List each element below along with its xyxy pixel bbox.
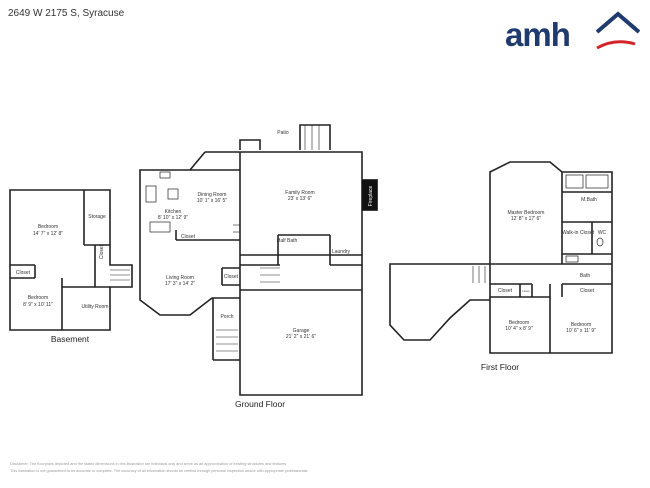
room-label: Linen	[522, 289, 530, 293]
room-label: Family Room	[285, 190, 314, 196]
property-address: 2649 W 2175 S, Syracuse	[8, 8, 125, 19]
first-floor-walls	[389, 161, 613, 354]
fireplace-block	[362, 179, 378, 211]
ground-floor-labels: Patio Family Room 23' x 13' 6" Dining Ro…	[158, 130, 374, 409]
room-label: Half Bath	[277, 238, 298, 244]
floor-caption: Basement	[51, 334, 90, 344]
room-label: Bath	[580, 273, 591, 279]
first-floor-labels: Master Bedroom 12' 8" x 17' 6" M.Bath Wa…	[481, 197, 607, 372]
room-dims: 23' x 13' 6"	[288, 196, 312, 202]
disclaimer: Disclaimer: The floorplans depicted and …	[10, 461, 640, 475]
room-label: Walk-in Closet	[562, 230, 595, 236]
room-dims: 8' 9" x 10' 11"	[23, 302, 53, 308]
ground-floor-stairs	[216, 125, 320, 352]
floor-caption: Ground Floor	[235, 399, 285, 409]
room-dims: 17' 3" x 14' 2"	[165, 281, 195, 287]
logo-wordmark: amh	[505, 16, 571, 53]
room-label: Master Bedroom	[508, 210, 545, 216]
room-dims: 10' 1" x 16' 5"	[197, 198, 227, 204]
room-label: Bedroom	[38, 224, 58, 230]
room-label: Patio	[277, 130, 289, 136]
room-dims: 8' 10" x 12' 9"	[158, 215, 188, 221]
room-label: Kitchen	[165, 209, 182, 215]
bath-fixtures	[565, 174, 609, 263]
room-dims: 14' 7" x 12' 8"	[33, 231, 63, 237]
disclaimer-line: Disclaimer: The floorplans depicted and …	[10, 462, 288, 466]
room-label: Closet	[99, 244, 105, 259]
room-label: Closet	[498, 288, 513, 294]
room-label: Bedroom	[28, 295, 48, 301]
room-label: M.Bath	[581, 197, 597, 203]
room-label: Closet	[16, 270, 31, 276]
room-dims: 12' 8" x 17' 6"	[511, 216, 541, 222]
room-label: Utility Room	[82, 304, 109, 310]
room-label: Dining Room	[198, 192, 227, 198]
room-label: Closet	[181, 234, 196, 240]
basement-stairs	[110, 269, 130, 281]
room-dims: 10' 4" x 8' 9"	[505, 326, 533, 332]
room-label: Closet	[580, 288, 595, 294]
room-label: Bedroom	[509, 320, 529, 326]
room-label: Porch	[220, 314, 233, 320]
room-label: WC	[598, 230, 607, 236]
basement-walls	[9, 189, 133, 331]
room-label: Laundry	[332, 249, 351, 255]
kitchen-fixtures	[145, 171, 179, 233]
room-label: Garage	[293, 328, 310, 334]
room-label: Storage	[88, 214, 106, 220]
room-dims: 21' 2" x 21' 6"	[286, 334, 316, 340]
room-label: Bedroom	[571, 322, 591, 328]
basement-labels: Bedroom 14' 7" x 12' 8" Storage Closet C…	[16, 214, 109, 344]
room-label: Fireplace	[368, 186, 374, 207]
room-label: Living Room	[166, 275, 194, 281]
first-floor-stairs	[472, 266, 486, 283]
room-dims: 10' 6" x 11' 9"	[566, 328, 596, 334]
floor-caption: First Floor	[481, 362, 519, 372]
amh-logo: amh	[505, 8, 640, 56]
ground-floor-walls	[139, 124, 363, 396]
disclaimer-line: This illustration is not guaranteed to b…	[10, 469, 309, 473]
house-roof-icon	[595, 11, 640, 50]
room-label: Closet	[224, 274, 239, 280]
